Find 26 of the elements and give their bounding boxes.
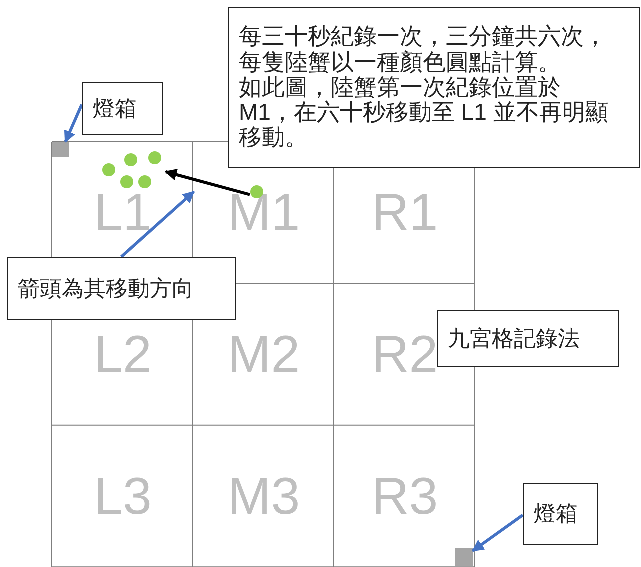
callout-box: [82, 82, 163, 135]
arrow: [64, 104, 84, 144]
arrow: [472, 514, 524, 552]
callout-text: 如此圖，陸蟹第一次紀錄位置於 M1，在六十秒移動至 L1 並不再明顯移動。: [239, 74, 610, 151]
light-box-square: [455, 548, 473, 566]
cell-label: M2: [228, 325, 300, 386]
arrow: [164, 169, 250, 196]
callout-box: [437, 310, 619, 367]
cell-label: L3: [94, 466, 152, 527]
callout-text: 燈箱: [93, 94, 138, 122]
callout-box: [7, 257, 236, 320]
cell-label: L1: [94, 183, 152, 244]
cell-label: M3: [228, 466, 300, 527]
light-box-square: [52, 142, 69, 157]
callout-text: 九宮格記錄法: [448, 324, 581, 352]
callout-text: 每三十秒紀錄一次，三分鐘共六次，每隻陸蟹以一種顏色圓點計算。: [239, 24, 608, 75]
cell-label: R1: [372, 183, 438, 244]
cell-label: R3: [372, 466, 438, 527]
callout-text: 箭頭為其移動方向: [18, 274, 195, 302]
arrow: [120, 190, 195, 258]
callout-box: [523, 483, 598, 545]
cell-label: L2: [94, 325, 152, 386]
cell-label: R2: [372, 325, 438, 386]
callout-box: [228, 7, 640, 168]
cell-label: M1: [228, 183, 300, 244]
callout-text: 燈箱: [534, 500, 579, 528]
